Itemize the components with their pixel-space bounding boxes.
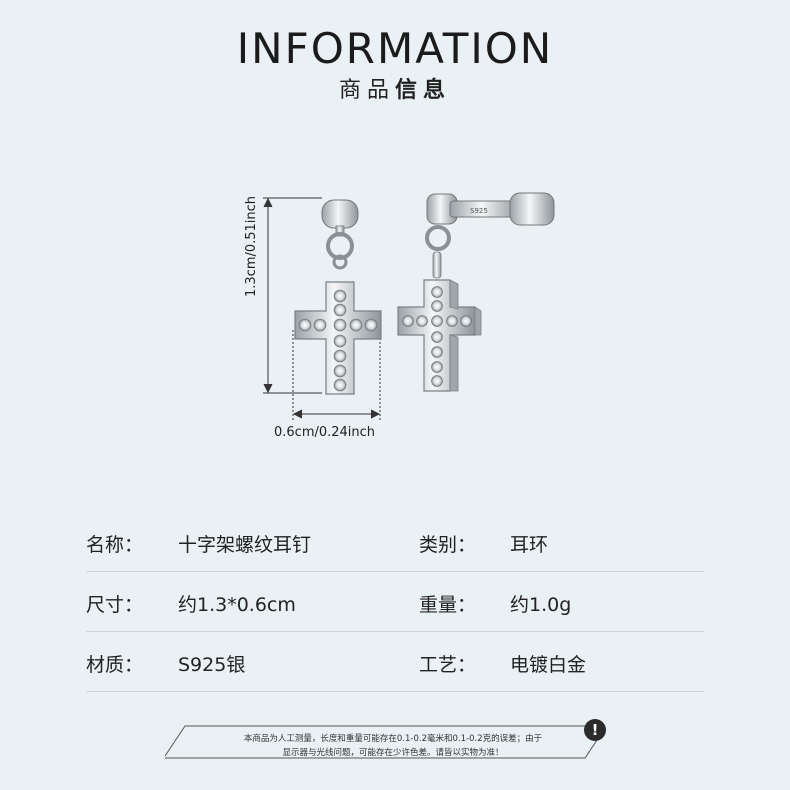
- page-subtitle: 商品信息: [0, 72, 790, 104]
- subtitle-part-a: 商品: [338, 78, 395, 103]
- page-title: INFORMATION: [236, 24, 554, 73]
- spec-label-craft: 工艺：: [419, 654, 477, 676]
- spec-row: 名称： 十字架螺纹耳钉 类别： 耳环: [86, 512, 704, 572]
- height-dimension-label: 1.3cm/0.51inch: [244, 195, 259, 297]
- right-earring: S925: [397, 192, 555, 392]
- spec-label-weight: 重量：: [419, 594, 477, 616]
- product-illustration: S925 1.3cm/0.51inch 0.6cm/0.24inch: [244, 192, 555, 440]
- spec-label-size: 尺寸：: [86, 594, 144, 616]
- spec-value-craft: 电镀白金: [510, 654, 587, 676]
- spec-label-category: 类别：: [419, 534, 477, 556]
- spec-label-name: 名称：: [86, 534, 144, 556]
- spec-label-material: 材质：: [86, 654, 144, 676]
- spec-row: 尺寸： 约1.3*0.6cm 重量： 约1.0g: [86, 572, 704, 632]
- disclaimer-notice: 本商品为人工测量，长度和重量可能存在0.1-0.2毫米和0.1-0.2克的误差；…: [165, 720, 610, 762]
- subtitle-part-b: 信息: [395, 78, 452, 103]
- left-earring: [294, 199, 382, 395]
- width-dimension-label: 0.6cm/0.24inch: [274, 425, 376, 440]
- spec-value-name: 十字架螺纹耳钉: [178, 534, 312, 556]
- spec-value-size: 约1.3*0.6cm: [178, 594, 296, 616]
- earrings-image: S925: [263, 192, 555, 420]
- width-dimension-line: [292, 330, 381, 420]
- spec-value-category: 耳环: [510, 534, 549, 556]
- silver-stamp: S925: [470, 207, 488, 215]
- notice-text: 本商品为人工测量，长度和重量可能存在0.1-0.2毫米和0.1-0.2克的误差；…: [203, 732, 583, 760]
- notice-line: 显示器与光线问题，可能存在少许色差。请皆以实物为准！: [282, 748, 504, 758]
- spec-row: 材质： S925银 工艺： 电镀白金: [86, 632, 704, 692]
- spec-table: 名称： 十字架螺纹耳钉 类别： 耳环 尺寸： 约1.3*0.6cm 重量： 约1…: [86, 512, 704, 692]
- notice-line: 本商品为人工测量，长度和重量可能存在0.1-0.2毫米和0.1-0.2克的误差；…: [243, 734, 543, 744]
- spec-value-weight: 约1.0g: [510, 594, 572, 616]
- height-dimension-line: [263, 197, 322, 394]
- warning-icon: !: [584, 719, 606, 741]
- spec-value-material: S925银: [178, 654, 246, 676]
